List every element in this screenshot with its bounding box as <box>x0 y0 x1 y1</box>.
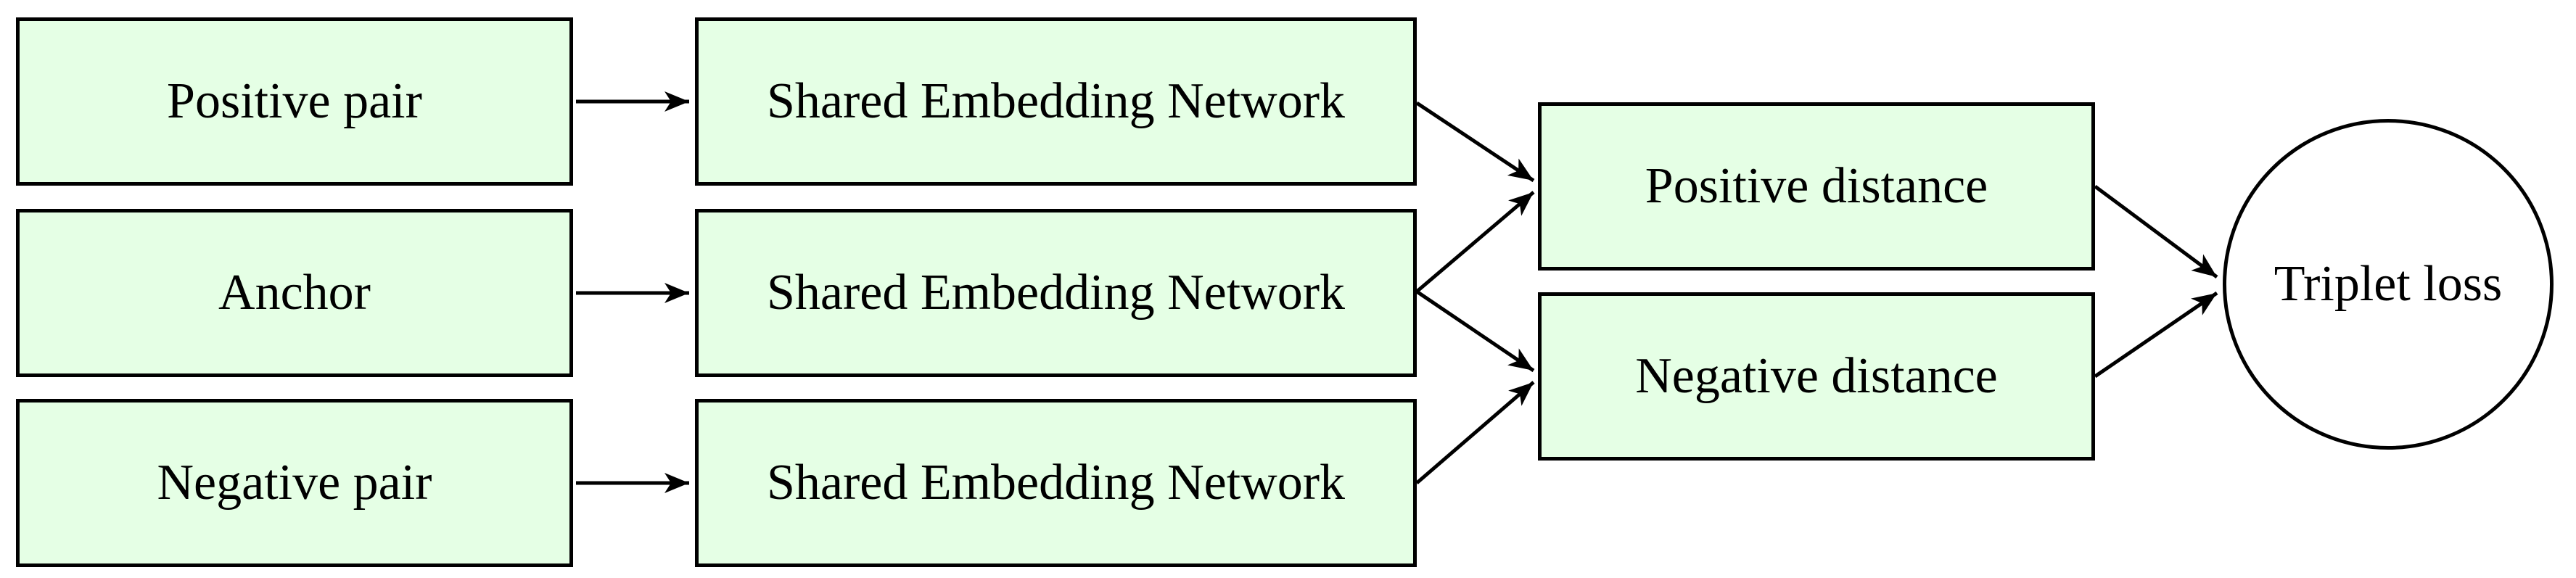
edge-embedding-bottom-to-negative-distance <box>1415 381 1535 484</box>
node-triplet-loss-label: Triplet loss <box>2273 256 2503 312</box>
node-shared-embedding-network-top-label: Shared Embedding Network <box>766 73 1346 129</box>
edge-negative-distance-to-triplet-loss <box>2094 291 2218 379</box>
node-negative-pair-label: Negative pair <box>157 455 432 511</box>
node-shared-embedding-network-middle: Shared Embedding Network <box>695 209 1417 377</box>
edge-positive-distance-to-triplet-loss <box>2094 184 2218 279</box>
node-shared-embedding-network-top: Shared Embedding Network <box>695 17 1417 186</box>
edge-embedding-middle-to-negative-distance <box>1415 289 1535 373</box>
node-shared-embedding-network-middle-label: Shared Embedding Network <box>766 265 1346 321</box>
node-negative-distance: Negative distance <box>1538 292 2095 461</box>
edge-embedding-middle-to-positive-distance <box>1415 191 1535 293</box>
node-anchor-label: Anchor <box>218 265 371 321</box>
node-negative-distance-label: Negative distance <box>1635 348 1998 404</box>
node-shared-embedding-network-bottom-label: Shared Embedding Network <box>766 455 1346 511</box>
edge-embedding-top-to-positive-distance <box>1415 101 1535 183</box>
node-shared-embedding-network-bottom: Shared Embedding Network <box>695 399 1417 567</box>
node-positive-distance: Positive distance <box>1538 102 2095 271</box>
node-negative-pair: Negative pair <box>16 399 573 567</box>
node-positive-distance-label: Positive distance <box>1645 158 1988 214</box>
node-positive-pair: Positive pair <box>16 17 573 186</box>
node-positive-pair-label: Positive pair <box>167 73 422 129</box>
node-anchor: Anchor <box>16 209 573 377</box>
node-triplet-loss: Triplet loss <box>2223 119 2554 450</box>
